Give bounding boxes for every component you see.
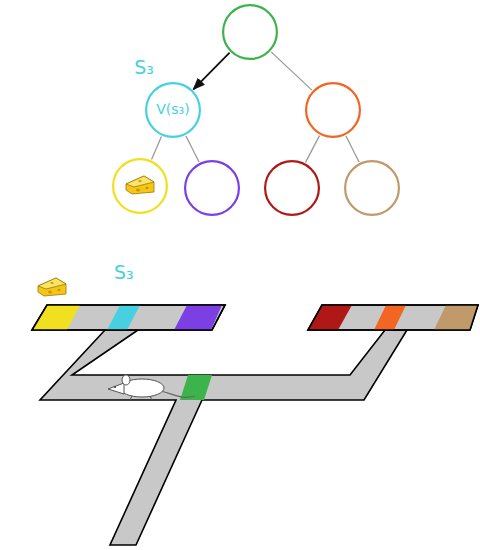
maze-corridor xyxy=(40,330,407,545)
circle-content: V(s₃) xyxy=(145,82,201,138)
circle-content xyxy=(112,158,168,214)
circle-shape xyxy=(345,161,399,215)
circle-shape xyxy=(146,83,200,137)
tree-edge xyxy=(186,136,199,162)
circle-content xyxy=(344,160,400,216)
platform-outline xyxy=(308,305,478,330)
circle-shape xyxy=(223,5,277,59)
tree-circle xyxy=(112,158,168,214)
circle-shape xyxy=(185,161,239,215)
cyan-patch xyxy=(107,305,140,330)
platform-outline xyxy=(32,305,225,330)
tree-circle xyxy=(344,160,400,216)
circle-content xyxy=(184,160,240,216)
cheese-icon xyxy=(126,176,154,194)
circle-outline xyxy=(222,4,278,60)
circle-shape xyxy=(113,159,167,213)
circle-outline xyxy=(344,160,400,216)
tree-circle: V(s₃)S₃ xyxy=(145,82,201,138)
circle-content xyxy=(222,4,278,60)
tree-circle xyxy=(305,82,361,138)
mouse-figure xyxy=(108,375,195,400)
circle-content xyxy=(305,82,361,138)
tree-edge xyxy=(305,136,319,163)
tree-edge xyxy=(346,136,359,162)
tree-circle xyxy=(264,160,320,216)
value-label: V(s₃) xyxy=(156,102,189,117)
cheese-icon xyxy=(38,278,66,296)
circle-outline xyxy=(184,160,240,216)
tree-edge xyxy=(271,52,312,90)
circle-outline xyxy=(112,158,168,214)
circle-outline xyxy=(305,82,361,138)
circle-shape xyxy=(306,83,360,137)
tree-edge xyxy=(152,137,162,160)
circle-content xyxy=(264,160,320,216)
circle-outline xyxy=(264,160,320,216)
maze-platform xyxy=(308,305,478,330)
tree-circle xyxy=(184,160,240,216)
orange-patch xyxy=(374,305,406,330)
state-label: S₃ xyxy=(114,262,134,283)
state-label: S₃ xyxy=(134,57,154,78)
green-patch xyxy=(180,375,212,400)
circle-shape xyxy=(265,161,319,215)
maze-platform xyxy=(32,305,225,330)
tree-edge xyxy=(193,53,229,90)
tree-circle xyxy=(222,4,278,60)
